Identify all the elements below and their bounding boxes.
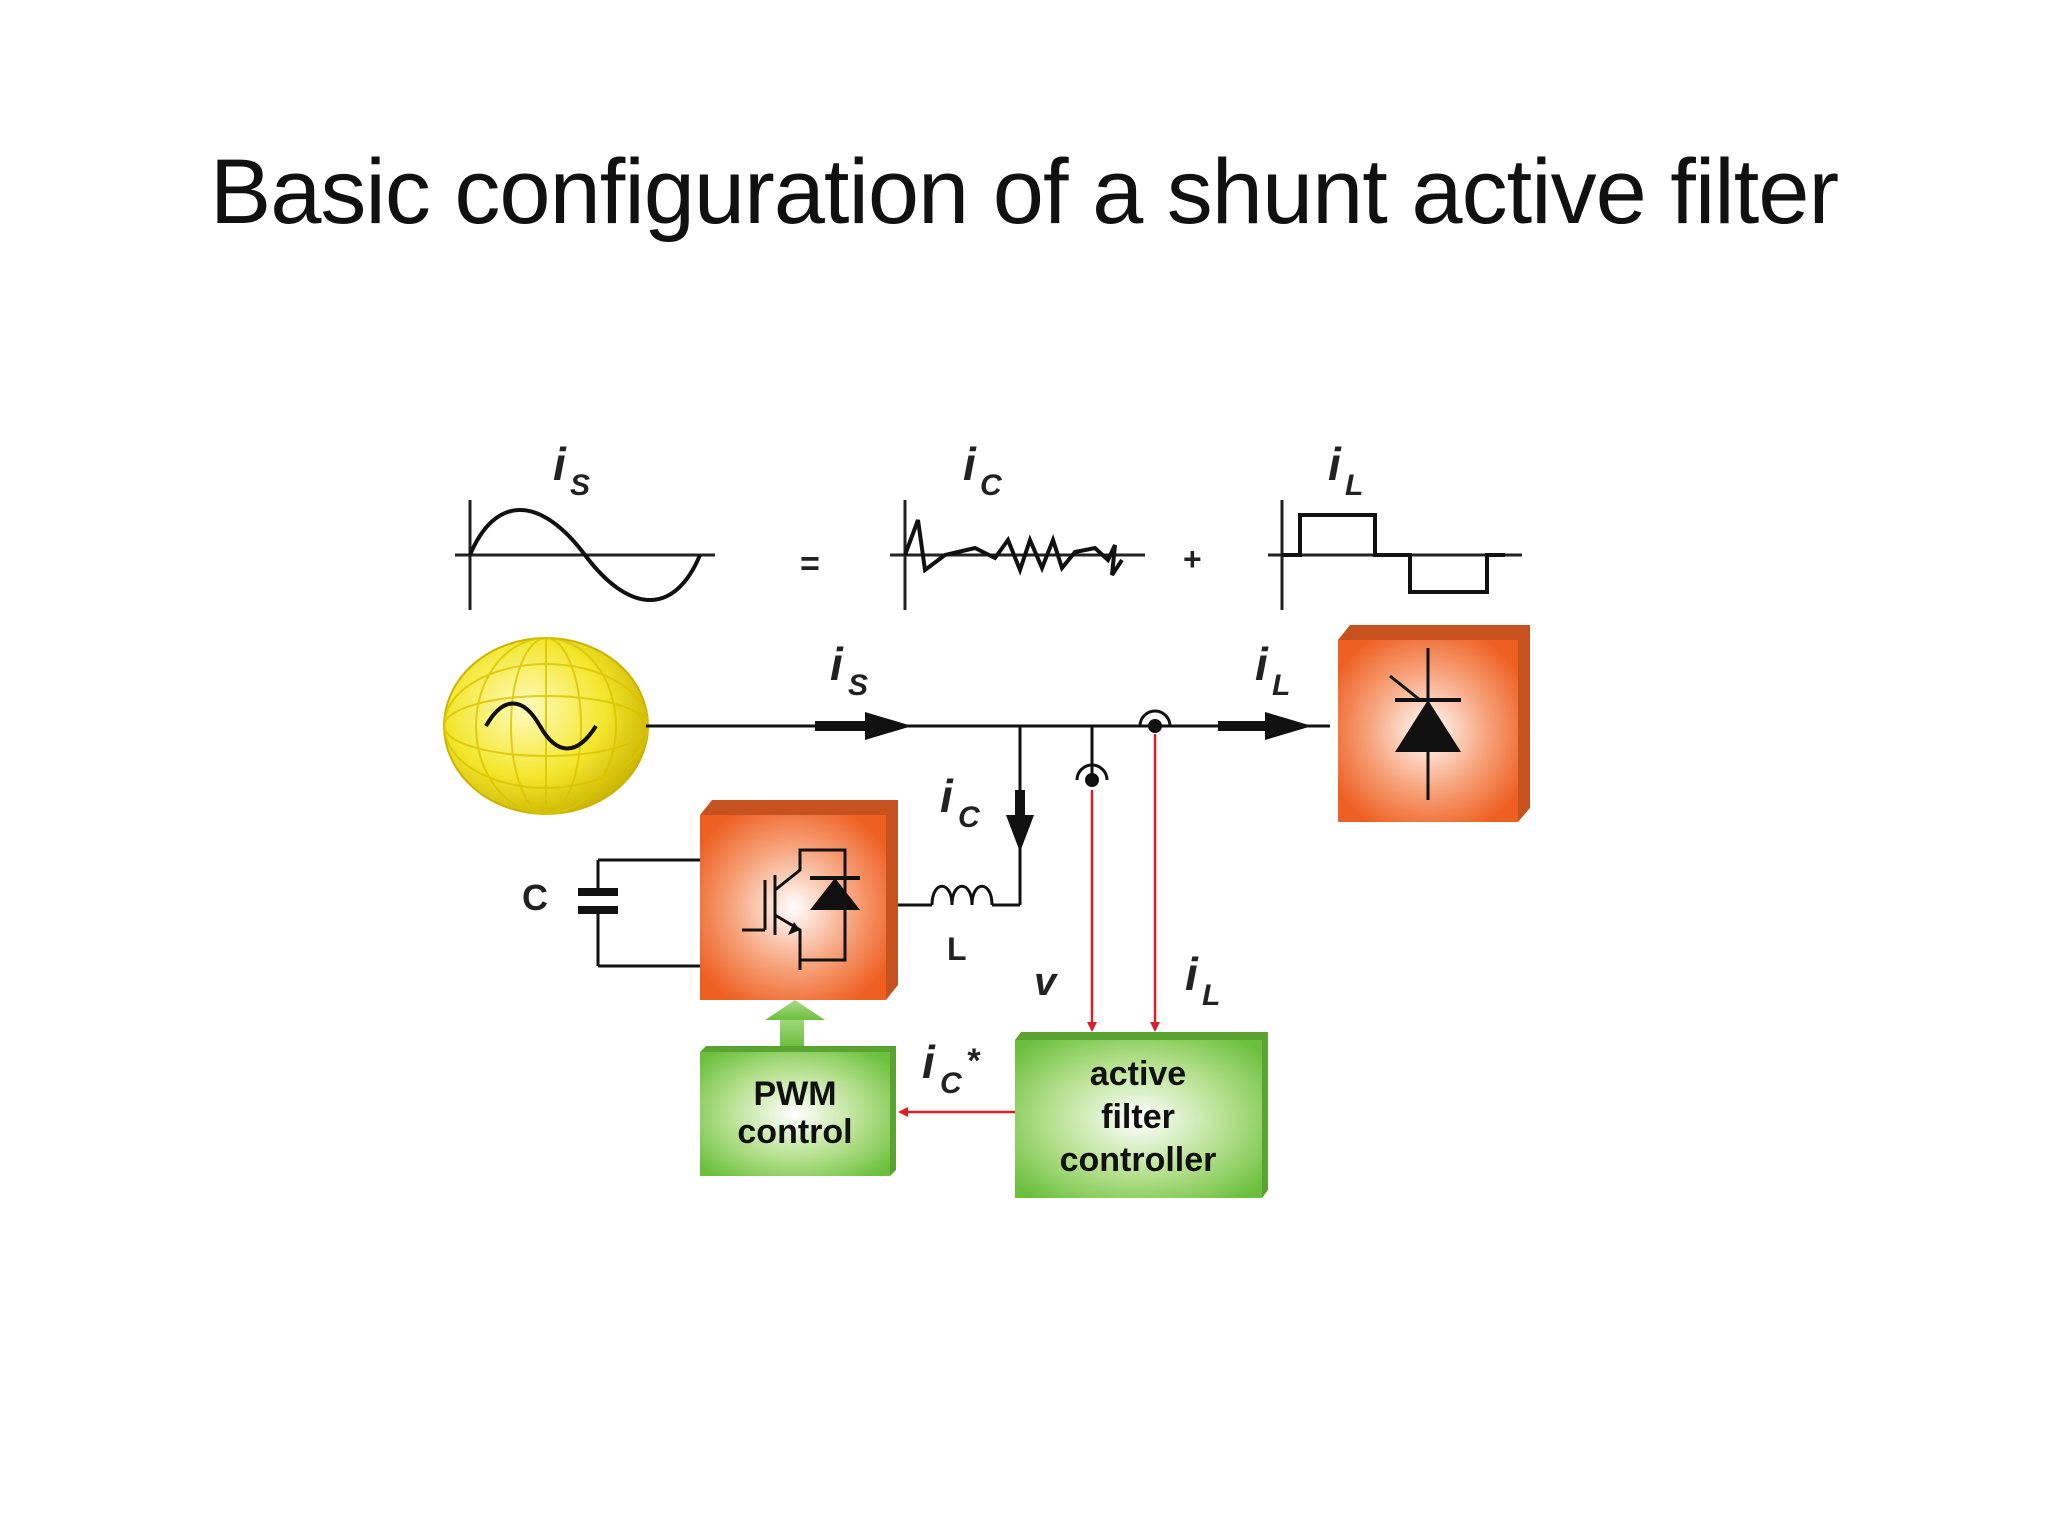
il-waveform: i L <box>1268 438 1522 610</box>
nonlinear-load <box>1338 625 1530 822</box>
ic-waveform-label: i <box>963 438 977 490</box>
is-line-label-sub: S <box>848 669 868 702</box>
controller-label-line3: controller <box>1060 1141 1217 1179</box>
inverter <box>700 800 898 1000</box>
is-arrow-icon <box>865 712 912 740</box>
signal-lines <box>898 734 1160 1117</box>
ic-star-asterisk: * <box>966 1042 981 1080</box>
il-signal-label-sub: L <box>1202 979 1220 1012</box>
capacitor-label: C <box>522 877 548 918</box>
ic-branch-label-sub: C <box>958 801 981 834</box>
ic-star-label: i <box>922 1036 936 1088</box>
equation-row: i S = i C + i L <box>455 438 1522 610</box>
voltage-label: v <box>1034 960 1059 1004</box>
inductor-icon <box>930 884 994 906</box>
is-waveform-label: i <box>553 438 567 490</box>
ic-arrow-icon <box>1006 815 1034 852</box>
main-line <box>646 709 1330 787</box>
ic-branch-label: i <box>940 770 954 822</box>
controller-label-line1: active <box>1090 1055 1186 1093</box>
il-waveform-label-sub: L <box>1345 469 1363 502</box>
pwm-label-line1: PWM <box>753 1075 836 1113</box>
il-line-label-sub: L <box>1272 669 1290 702</box>
ic-star-label-sub: C <box>940 1067 963 1100</box>
is-line-label: i <box>830 638 844 690</box>
il-line-label: i <box>1255 638 1269 690</box>
ac-source <box>443 637 649 815</box>
pwm-label-line2: control <box>737 1113 852 1151</box>
active-filter-controller-block: active filter controller <box>1015 1032 1268 1198</box>
is-waveform: i S <box>455 438 715 610</box>
il-arrow-icon <box>1265 712 1312 740</box>
plus-sign: + <box>1183 541 1202 577</box>
ic-waveform: i C <box>890 438 1145 610</box>
voltage-sensor-icon <box>1075 763 1109 781</box>
capacitor <box>578 858 700 968</box>
equals-sign: = <box>800 545 820 583</box>
ic-waveform-label-sub: C <box>980 469 1003 502</box>
il-signal-label: i <box>1185 948 1199 1000</box>
il-sensor-icon <box>1138 709 1172 727</box>
controller-label-line2: filter <box>1101 1098 1175 1136</box>
capacitor-icon <box>578 888 618 896</box>
thyristor-icon <box>1389 648 1461 800</box>
il-waveform-label: i <box>1328 438 1342 490</box>
slide-title: Basic configuration of a shunt active fi… <box>209 141 1839 243</box>
is-waveform-label-sub: S <box>570 469 590 502</box>
pwm-control-block: PWM control <box>700 1000 896 1176</box>
inductor-label: L <box>947 931 967 967</box>
sine-wave-icon <box>484 701 598 751</box>
